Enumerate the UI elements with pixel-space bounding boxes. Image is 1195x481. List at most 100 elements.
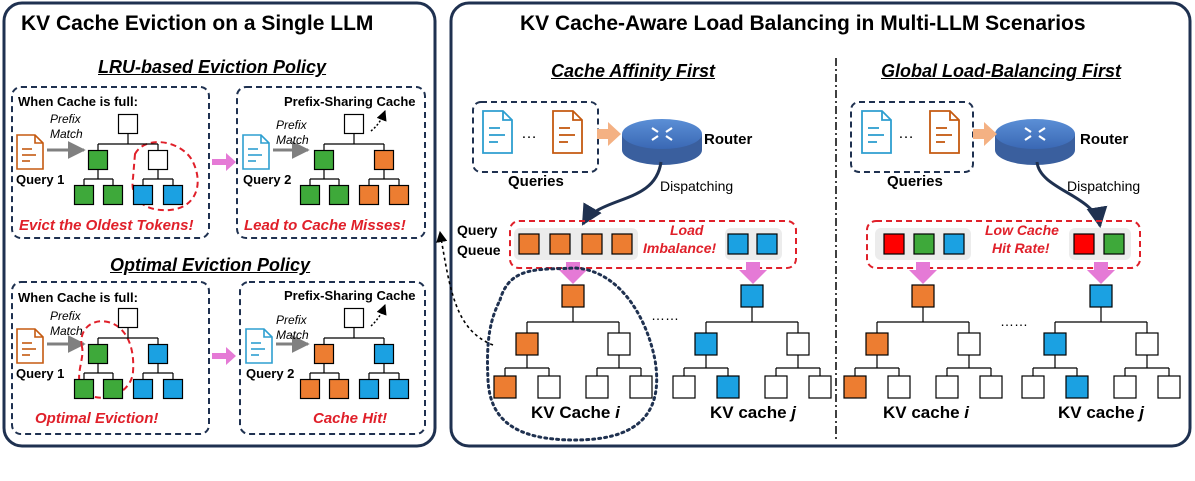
cache-node — [585, 375, 609, 399]
kv-cache-j-label: KV cache j — [710, 403, 796, 422]
match-label: Match — [50, 127, 83, 141]
router-icon — [995, 119, 1075, 165]
miss-caption: Lead to Cache Misses! — [244, 217, 406, 234]
cache-node — [887, 375, 911, 399]
cache-node — [388, 378, 410, 400]
document-icon — [929, 110, 960, 154]
cache-node — [537, 375, 561, 399]
document-icon — [552, 110, 583, 154]
queries-label: Queries — [887, 173, 943, 190]
cache-node — [957, 332, 981, 356]
cache-node — [162, 184, 184, 206]
query-queue-box — [509, 220, 797, 269]
hit-rate-warning: Hit Rate! — [992, 240, 1050, 256]
cache-node — [515, 332, 539, 356]
cache-node — [73, 378, 95, 400]
insert-arrow — [370, 304, 387, 327]
cache-node — [162, 378, 184, 400]
document-icon — [245, 328, 273, 364]
cache-node — [979, 375, 1003, 399]
cache-node — [313, 343, 335, 365]
cache-full-label: When Cache is full: — [18, 94, 138, 109]
cache-node — [1073, 233, 1095, 255]
global-heading: Global Load-Balancing First — [881, 61, 1122, 81]
cache-node — [147, 149, 169, 171]
left-panel-border — [2, 1, 437, 448]
query-queue-label: Queue — [457, 242, 501, 258]
document-icon — [482, 110, 513, 154]
lru-box-2 — [236, 86, 426, 239]
router-label: Router — [704, 131, 753, 148]
cache-node — [132, 184, 154, 206]
cache-node — [388, 184, 410, 206]
cache-node — [328, 184, 350, 206]
router-icon — [622, 119, 702, 165]
lru-heading: LRU-based Eviction Policy — [98, 57, 327, 77]
load-warning: Imbalance! — [643, 240, 717, 256]
cache-node — [102, 184, 124, 206]
cache-node — [549, 233, 571, 255]
prefix-label: Prefix — [276, 118, 307, 132]
cache-node — [373, 149, 395, 171]
pink-arrow-icon — [559, 262, 587, 284]
cache-node — [518, 233, 540, 255]
cache-node — [935, 375, 959, 399]
cache-node — [73, 184, 95, 206]
cache-node — [883, 233, 905, 255]
ellipsis: …… — [1000, 313, 1028, 329]
evicted-region-outline — [78, 320, 135, 399]
dispatching-label: Dispatching — [660, 178, 734, 194]
cache-node — [147, 343, 169, 365]
affinity-heading: Cache Affinity First — [551, 61, 716, 81]
cache-hit-caption: Cache Hit! — [313, 410, 388, 427]
cache-node — [1135, 332, 1159, 356]
cache-node — [1113, 375, 1137, 399]
optimal-box-1 — [11, 281, 210, 435]
optimal-eviction-caption: Optimal Eviction! — [35, 410, 159, 427]
dispatching-label: Dispatching — [1067, 178, 1141, 194]
query-label: Query 2 — [246, 366, 295, 381]
match-label: Match — [276, 328, 309, 342]
insert-arrow — [370, 110, 387, 132]
document-icon — [861, 110, 892, 154]
query-label: Query 1 — [16, 366, 65, 381]
cache-node — [764, 375, 788, 399]
cache-node — [343, 307, 365, 329]
match-label: Match — [50, 324, 83, 338]
cache-full-label: When Cache is full: — [18, 290, 138, 305]
cache-node — [132, 378, 154, 400]
cache-node — [716, 375, 740, 399]
document-icon — [16, 328, 44, 364]
cache-node — [1043, 332, 1067, 356]
cache-node — [786, 332, 810, 356]
cache-node — [865, 332, 889, 356]
queue-slot — [514, 228, 638, 260]
cache-node — [299, 184, 321, 206]
cache-node — [1065, 375, 1089, 399]
query-label: Query 1 — [16, 172, 65, 187]
cache-node — [373, 343, 395, 365]
match-label: Match — [276, 133, 309, 147]
cache-node — [87, 343, 109, 365]
cache-node — [843, 375, 867, 399]
prefix-label: Prefix — [276, 313, 307, 327]
hit-rate-warning: Low Cache — [985, 222, 1059, 238]
cache-node — [87, 149, 109, 171]
cache-node — [808, 375, 832, 399]
cache-node — [117, 307, 139, 329]
kv-cache-i-label: KV cache i — [883, 403, 969, 422]
cache-node — [299, 378, 321, 400]
cache-node — [1103, 233, 1125, 255]
cache-node — [102, 378, 124, 400]
cache-node — [694, 332, 718, 356]
queries-label: Queries — [508, 173, 564, 190]
kv-cache-j-label: KV cache j — [1058, 403, 1144, 422]
right-panel-border — [449, 1, 1192, 448]
ellipsis: …… — [651, 307, 679, 323]
cache-node — [581, 233, 603, 255]
prefix-label: Prefix — [50, 112, 81, 126]
cache-node — [611, 233, 633, 255]
pink-arrow-icon — [212, 347, 236, 365]
kv-cache-i-label: KV Cache i — [531, 403, 620, 422]
